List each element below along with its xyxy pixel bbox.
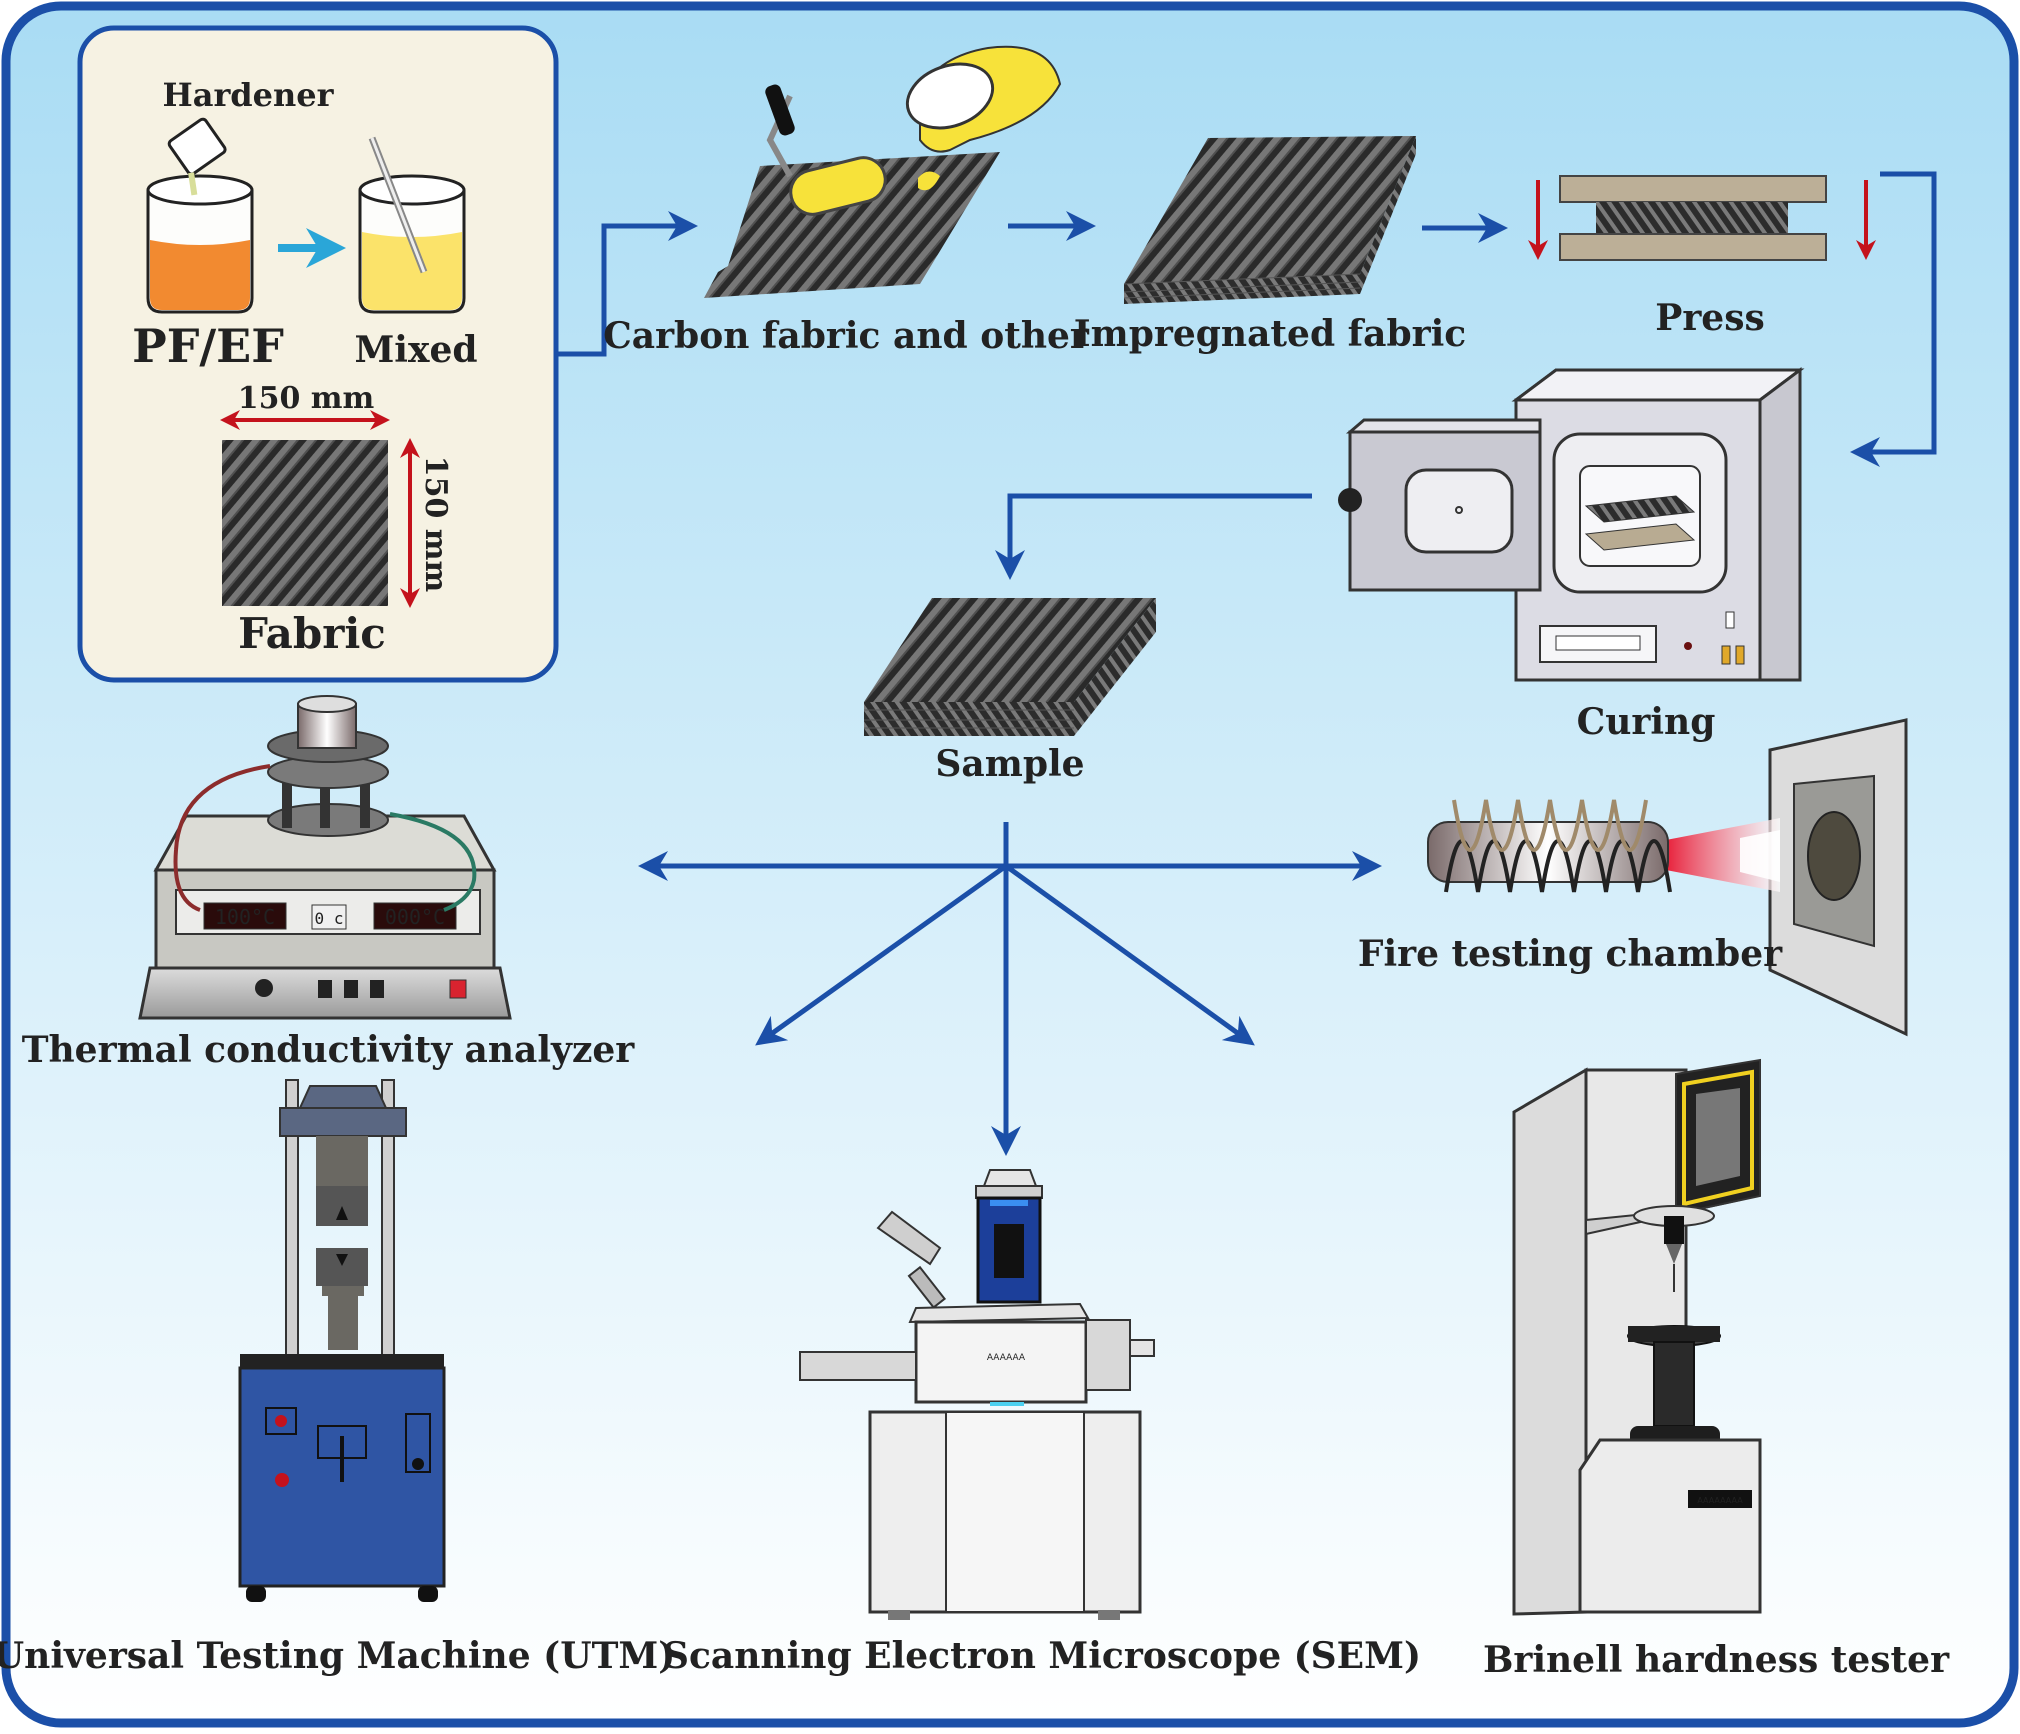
fabric-swatch (222, 440, 388, 606)
impregnated-fabric-step: Impregnated fabric (1074, 136, 1466, 355)
distribution-arrows (638, 822, 1382, 1156)
thermal-left-readout: 100°C (215, 905, 275, 929)
paint-roller-icon (765, 84, 887, 216)
press-step: Press (1528, 175, 1876, 339)
sem-plate-text: AAAAAA (987, 1353, 1026, 1363)
utm-icon: Universal Testing Machine (UTM) (0, 1079, 675, 1677)
thermal-label: Thermal conductivity analyzer (22, 1029, 636, 1071)
arrow-press-to-curing (1850, 171, 1937, 467)
curing-label: Curing (1577, 701, 1716, 743)
height-dimension-label: 150 mm (418, 456, 453, 593)
fire-label: Fire testing chamber (1358, 933, 1783, 975)
arrow-panel-to-fabric (556, 211, 698, 357)
brinell-plate-text: AAAAAAAA (1697, 1496, 1743, 1505)
pf-ef-label: PF/EF (132, 319, 284, 373)
sample-step: Sample (864, 598, 1156, 785)
press-label: Press (1655, 297, 1764, 339)
mixed-label: Mixed (354, 329, 477, 371)
fire-chamber-icon: Fire testing chamber (1358, 718, 1908, 1037)
resin-pour-icon (905, 45, 1062, 191)
carbon-fabric-step: Carbon fabric and other (603, 45, 1090, 357)
thermal-analyzer-icon: 100°C 0 c 000°C Thermal conductivity ana… (22, 695, 636, 1071)
thermal-middle-readout: 0 c (315, 909, 344, 928)
preparation-panel: Hardener PF/EF Mixed 150 mm 150 mm (77, 25, 559, 683)
sample-label: Sample (935, 743, 1084, 785)
utm-label: Universal Testing Machine (UTM) (0, 1635, 675, 1677)
brinell-label: Brinell hardness tester (1483, 1639, 1950, 1681)
thermal-right-readout: 000°C (385, 905, 445, 929)
width-dimension-label: 150 mm (238, 381, 375, 416)
impregnated-label: Impregnated fabric (1074, 313, 1466, 355)
brinell-icon: AAAAAAAA Brinell hardness tester (1483, 1058, 1950, 1681)
arrow-curing-to-sample (995, 493, 1312, 580)
sem-label: Scanning Electron Microscope (SEM) (663, 1635, 1421, 1677)
sem-icon: AAAAAA Scanning Electron Microscope (SEM… (663, 1169, 1421, 1677)
hardener-label: Hardener (162, 76, 334, 114)
resin-beaker-icon (146, 174, 254, 314)
curing-oven-icon: Curing (1338, 367, 1805, 743)
fabric-label: Fabric (238, 609, 386, 658)
hardener-cup-icon (167, 117, 227, 196)
mixed-beaker-icon (358, 136, 466, 314)
carbon-fabric-label: Carbon fabric and other (603, 315, 1090, 357)
